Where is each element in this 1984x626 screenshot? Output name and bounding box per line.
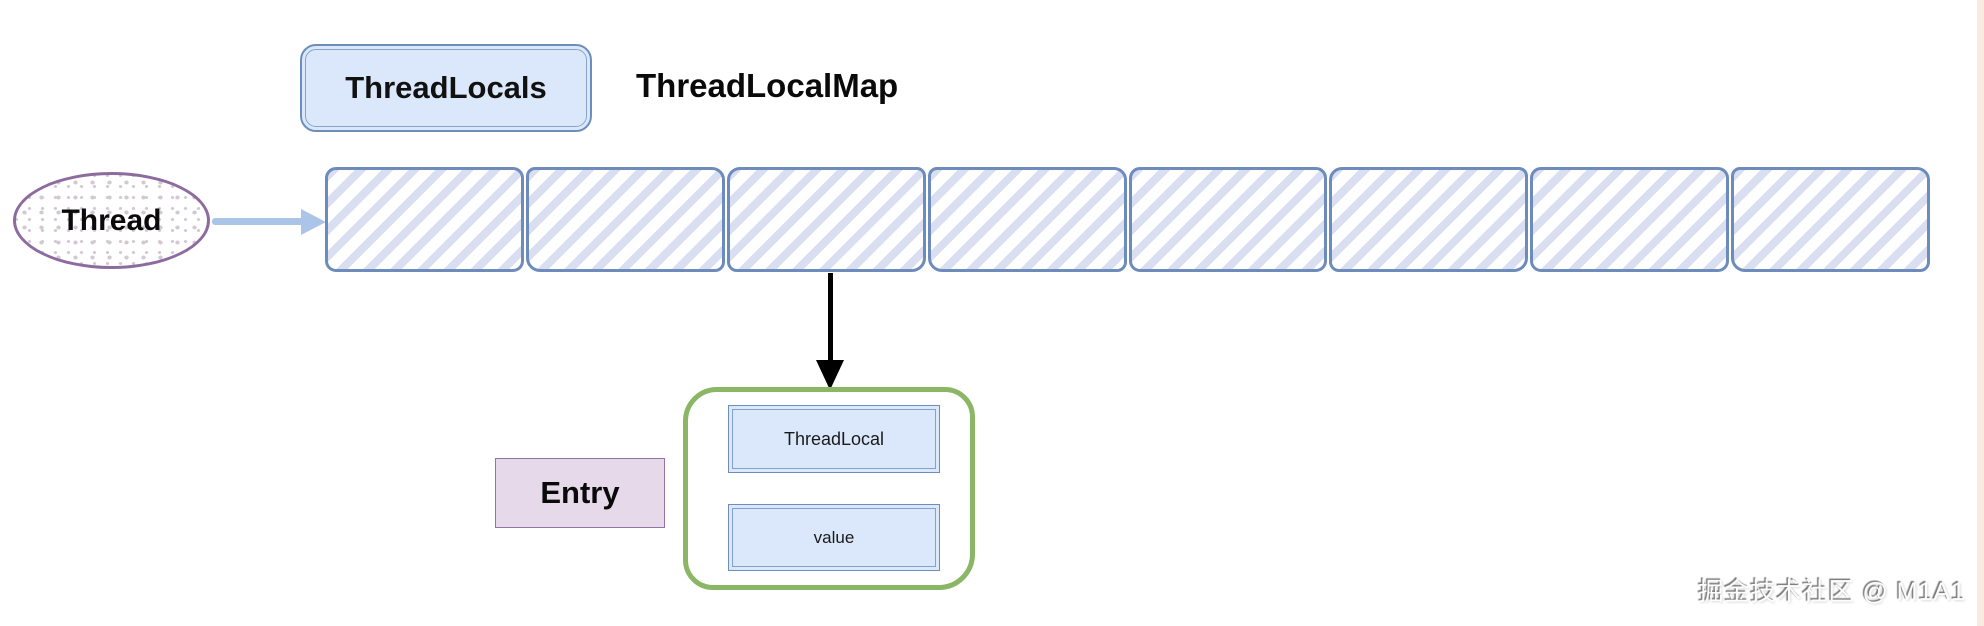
threadlocalmap-title: ThreadLocalMap — [636, 67, 899, 104]
threadlocalmap-slot-array — [325, 167, 1930, 272]
slot-to-entry-arrow-line — [828, 273, 833, 363]
array-slot — [927, 167, 1127, 272]
thread-ellipse: Thread — [13, 172, 210, 269]
array-slot — [1731, 167, 1930, 272]
watermark-text: 掘金技术社区 @ M1A1 — [1698, 578, 1966, 606]
array-slot — [1329, 167, 1529, 272]
entry-node: ThreadLocal value — [683, 387, 975, 590]
array-slot — [1128, 167, 1328, 272]
array-slot — [726, 167, 926, 272]
thread-to-array-arrow-head-icon — [301, 209, 326, 235]
entry-field-value: value — [728, 504, 940, 571]
entry-field-threadlocal: ThreadLocal — [728, 405, 940, 473]
thread-to-array-arrow-line — [212, 218, 304, 225]
array-slot — [325, 167, 524, 272]
array-slot — [525, 167, 725, 272]
entry-label-box: Entry — [495, 458, 665, 528]
entry-field-threadlocal-label: ThreadLocal — [783, 428, 885, 449]
entry-field-value-label: value — [813, 527, 855, 547]
thread-label: Thread — [61, 203, 162, 237]
array-slot — [1530, 167, 1730, 272]
right-edge-strip — [1977, 0, 1984, 626]
slot-to-entry-arrow-head-icon — [816, 360, 844, 390]
threadlocals-label: ThreadLocals — [345, 70, 547, 105]
threadlocals-label-box: ThreadLocals — [300, 44, 592, 132]
entry-label: Entry — [540, 475, 620, 510]
